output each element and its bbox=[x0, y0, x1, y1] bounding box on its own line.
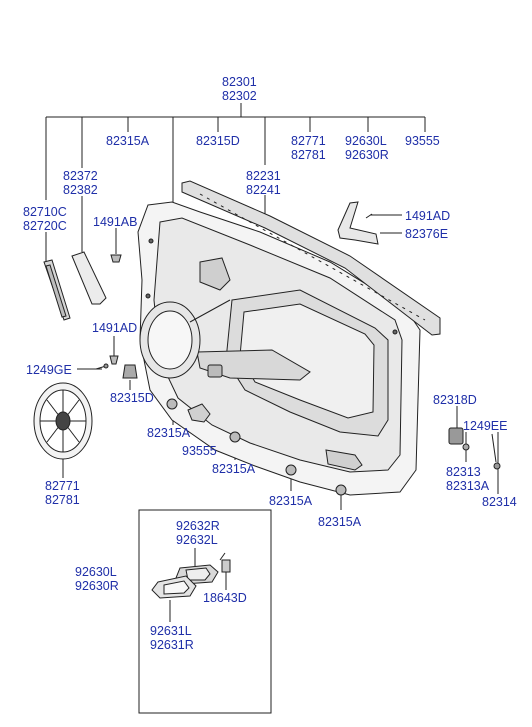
label-1491AB: 1491AB bbox=[93, 215, 137, 229]
label-82781-top: 82781 bbox=[291, 148, 326, 162]
label-82315D-top: 82315D bbox=[196, 134, 240, 148]
screw-1249EE bbox=[491, 433, 501, 470]
label-82315A-top: 82315A bbox=[106, 134, 150, 148]
clip-82315A-4 bbox=[335, 484, 347, 496]
garnish-82372 bbox=[71, 251, 107, 305]
handle-bracket-82376E bbox=[337, 201, 379, 245]
label-82710C: 82710C bbox=[23, 205, 67, 219]
label-92631L: 92631L bbox=[150, 624, 192, 638]
label-92630R-bot: 92630R bbox=[75, 579, 119, 593]
label-82302: 82302 bbox=[222, 89, 257, 103]
label-1249EE: 1249EE bbox=[463, 419, 507, 433]
label-82771-bot: 82771 bbox=[45, 479, 80, 493]
weatherstrip-82231 bbox=[181, 180, 441, 336]
clip-82315A-1 bbox=[166, 398, 178, 410]
label-92632R: 92632R bbox=[176, 519, 220, 533]
label-82315A-mid: 82315A bbox=[212, 462, 256, 476]
label-82315D-mid: 82315D bbox=[110, 391, 154, 405]
label-1249GE: 1249GE bbox=[26, 363, 72, 377]
label-82315A-low2: 82315A bbox=[318, 515, 362, 529]
screw-1249GE bbox=[95, 363, 109, 370]
label-92630L-top: 92630L bbox=[345, 134, 387, 148]
clip-82315A-2 bbox=[229, 431, 241, 443]
label-82781-bot: 82781 bbox=[45, 493, 80, 507]
label-93555-top: 93555 bbox=[405, 134, 440, 148]
label-82376E: 82376E bbox=[405, 227, 448, 241]
clip-1491AB bbox=[110, 254, 122, 263]
label-82314: 82314 bbox=[482, 495, 517, 509]
label-1491AD-left: 1491AD bbox=[92, 321, 137, 335]
label-82241: 82241 bbox=[246, 183, 281, 197]
detail-inset-box bbox=[138, 509, 272, 714]
clip-1491AD bbox=[109, 355, 119, 365]
label-82313: 82313 bbox=[446, 465, 481, 479]
speaker-82771 bbox=[33, 382, 93, 460]
clip-93555 bbox=[187, 403, 211, 423]
label-82315A-low: 82315A bbox=[269, 494, 313, 508]
label-93555-mid: 93555 bbox=[182, 444, 217, 458]
label-92630R-top: 92630R bbox=[345, 148, 389, 162]
label-82771-top: 82771 bbox=[291, 134, 326, 148]
clip-82315D bbox=[122, 364, 138, 379]
label-18643D: 18643D bbox=[203, 591, 247, 605]
label-82313A: 82313A bbox=[446, 479, 490, 493]
clip-82315A-3 bbox=[285, 464, 297, 476]
door-trim-panel bbox=[137, 201, 421, 496]
label-82372: 82372 bbox=[63, 169, 98, 183]
label-82231: 82231 bbox=[246, 169, 281, 183]
label-82315A-left: 82315A bbox=[147, 426, 191, 440]
label-92630L-bot: 92630L bbox=[75, 565, 117, 579]
speaker-grille-ring bbox=[139, 299, 231, 379]
switch-82318D bbox=[448, 427, 470, 451]
label-82382: 82382 bbox=[63, 183, 98, 197]
label-82318D: 82318D bbox=[433, 393, 477, 407]
part-labels: 82301 82302 82315A 82315D 82771 82781 92… bbox=[23, 75, 517, 652]
label-92631R: 92631R bbox=[150, 638, 194, 652]
label-82720C: 82720C bbox=[23, 219, 67, 233]
label-92632L: 92632L bbox=[176, 533, 218, 547]
label-82301: 82301 bbox=[222, 75, 257, 89]
trim-strip-82710C bbox=[43, 259, 71, 321]
label-1491AD-right: 1491AD bbox=[405, 209, 450, 223]
